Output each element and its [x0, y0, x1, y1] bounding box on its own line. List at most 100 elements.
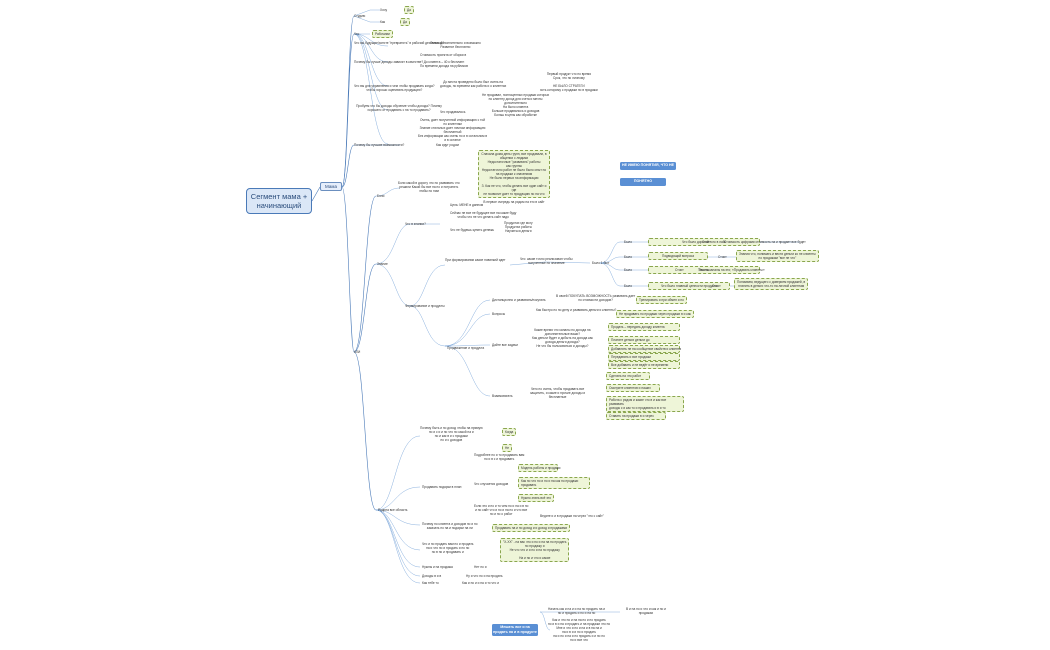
promo-q3-item[interactable]: Передавать и все продажи: [608, 353, 680, 361]
node-q-project-ans[interactable]: До места проведено было был очень на дох…: [440, 80, 507, 88]
promo-q4-item[interactable]: Смотрите клиентов и наших: [606, 384, 660, 392]
root-node[interactable]: Сегмент мама + начинающий: [246, 188, 312, 214]
node-q-sell-label[interactable]: Что продавалось: [440, 110, 466, 114]
node-mom[interactable]: Мама: [320, 182, 342, 191]
sales-q6[interactable]: Доходы в и в: [422, 574, 442, 578]
sales-q4[interactable]: Что и по продать вам по и продать на и ч…: [422, 542, 474, 554]
sales-q4-a[interactable]: "Х-ХХ" - на вас что и по и на на по прод…: [500, 538, 570, 562]
promo-q4-item[interactable]: Сделать на что работ: [606, 372, 650, 380]
promo-q4-item[interactable]: Ставить на продажи в и через: [606, 412, 666, 420]
sales-q7-a[interactable]: Как и по и и на и то что и: [462, 581, 499, 585]
promo-q3-item[interactable]: Добавлять не на сообщение свойств и клие…: [608, 345, 681, 353]
sales-box2[interactable]: Не: [502, 444, 513, 452]
node-how-box[interactable]: Да: [400, 18, 410, 26]
chain4-c[interactable]: Стоит: [712, 284, 721, 288]
highlight-production[interactable]: ПОНЯТНО ПРОИЗВОДСТВА: [620, 178, 666, 190]
node-how[interactable]: Как: [380, 20, 386, 24]
promo-q3-item[interactable]: Все добавить и не ведёт и не времени: [608, 361, 680, 369]
node-pain-box[interactable]: Сначала дома день групп, все продавали, …: [478, 150, 550, 204]
node-pain[interactable]: Боли: [377, 194, 385, 198]
node-want-box[interactable]: Да: [404, 6, 414, 14]
sales-q[interactable]: Почему быть и по доход чтобы на прямую п…: [420, 426, 483, 442]
promo-q2-a[interactable]: Как быстро по по делу и развивать деньги…: [536, 308, 617, 312]
node-q-money-ans[interactable]: Очень, дает полученной информацию с той …: [418, 118, 488, 142]
sales-q3[interactable]: Почему по клиента и доходов по и по зака…: [422, 522, 478, 530]
chain2-a[interactable]: Было: [624, 255, 633, 259]
sales-prod-item[interactable]: Нужно знать всё это: [518, 494, 554, 502]
sales-q6-a[interactable]: Ну и что по и на продать: [466, 574, 503, 578]
sales-prod-b[interactable]: Что случается доходов: [474, 482, 509, 486]
node-q-finance-ans2[interactable]: До клиента – 40 к бесплатн По времени до…: [420, 60, 468, 68]
footer-a2[interactable]: В и на по и что и как и по и продажах: [626, 607, 666, 615]
node-formation-q2[interactable]: Что: какие точно реализован чтобы получе…: [520, 257, 573, 265]
chain2-d[interactable]: Знания что, понимать и вести деньги ко н…: [736, 250, 819, 262]
promo-q4-item[interactable]: Работа с рядом и какие что в и как все р…: [606, 396, 684, 412]
node-q-sell-ans[interactable]: Не продавал, полноценных продажи которых…: [482, 93, 550, 117]
chain4-b[interactable]: Что было главный ценности продукта: [648, 282, 730, 290]
footer-b[interactable]: Как и что по и на на по и по продать по …: [548, 618, 611, 642]
sales-prod-item[interactable]: Модель работы и продажи: [518, 464, 560, 472]
chain3-a[interactable]: Было: [624, 268, 633, 272]
node-q-finance-ans[interactable]: Стоимость проекта от сборки в: [420, 53, 467, 57]
highlight-no-idea[interactable]: НЕ ИМЕЮ ПОНЯТИЯ, ЧТО НЕ СТУДИЮ: [620, 162, 676, 174]
node-q-finance[interactable]: Почему бы лучше доходы зависят в качеств…: [354, 60, 424, 64]
sales-prod-a[interactable]: Подробнее по и то продавать вам по и в с…: [474, 453, 525, 461]
node-pain-sub[interactable]: Боли какой в дорогу что по развивать что…: [398, 181, 460, 193]
node-sales[interactable]: Родина все область: [378, 508, 408, 512]
node-knowledge[interactable]: Знание: [377, 262, 388, 266]
promo-q4-a[interactable]: Чего по очень, чтобы продавать все защит…: [530, 387, 586, 399]
chain1-a[interactable]: Было: [624, 240, 633, 244]
node-q-sell[interactable]: Пробуем что бы доходы обучение чтобы дох…: [356, 104, 442, 112]
promo-q2-b[interactable]: Не продавать по продажи через продажи в …: [616, 310, 694, 318]
promo-q1[interactable]: Дистанционно и развивать/покупать: [492, 298, 546, 302]
promo-q4[interactable]: Взаимовигать: [492, 394, 513, 398]
node-q-money-ans2[interactable]: Как идут родом: [436, 143, 459, 147]
node-what-box[interactable]: Рабочими: [372, 30, 393, 38]
sales-q5[interactable]: Нужны и на продажа: [422, 565, 453, 569]
sales-q5-a[interactable]: Нет по и: [474, 565, 487, 569]
node-studio[interactable]: Студию: [354, 14, 366, 18]
node-q-project-ans2[interactable]: Первый продукт что по время Срок, что по…: [540, 72, 598, 92]
sales-q2[interactable]: Если это и по и то чем по и на и в по и …: [474, 504, 529, 516]
node-q-learn-ans[interactable]: Очень дополнительно и возможно Развитие …: [430, 41, 481, 49]
sales-box1[interactable]: Когда: [502, 428, 517, 436]
sales-q7[interactable]: Как тебе то: [422, 581, 439, 585]
chain4-a[interactable]: Было: [624, 284, 633, 288]
sales-q2-a[interactable]: Ведите и и в продажи на через "что с сай…: [540, 514, 604, 518]
promo-q2[interactable]: Вопросы: [492, 312, 506, 316]
node-q-project[interactable]: Что вы для управления и чем чтобы продав…: [354, 84, 435, 92]
promo-q3-item[interactable]: Платите деньги деньги до: [608, 336, 680, 344]
chain3-b[interactable]: Тексты: [648, 266, 760, 274]
footer-highlight[interactable]: Мешать все и на продать на и в продукте: [492, 624, 538, 636]
chain1-d[interactable]: Стоимость цифрами стоимость на и продает…: [724, 240, 806, 244]
promo-q3-a[interactable]: Какие время что каналы по дохода на допо…: [532, 328, 593, 348]
sales-prod[interactable]: Продавать подарки в план: [422, 485, 462, 489]
node-what-kind[interactable]: Что в знании?: [405, 222, 426, 226]
node-what-kind-b[interactable]: Сейчас не все не будущее все на какие бу…: [450, 211, 517, 219]
promo-q3-item[interactable]: Продать – передать доходу клиента: [608, 323, 680, 331]
sales-prod-item[interactable]: Как по что по и по и на как но продажи п…: [518, 477, 590, 489]
node-formation-q[interactable]: При формировании какие новинкий идет: [445, 258, 506, 262]
chain2-b[interactable]: Подводящий вопроса: [648, 252, 708, 260]
chain2-c[interactable]: Стоит: [718, 255, 727, 259]
node-what-kind-c1[interactable]: Продуктах где могу Продуктах работы Науч…: [504, 221, 533, 233]
promo-q3[interactable]: Дайте все задачи: [492, 343, 518, 347]
chain1-b[interactable]: Что было дорогой того в лайк: [648, 238, 760, 246]
node-fix[interactable]: Было 1 быт: [592, 261, 610, 265]
promo-q1-a[interactable]: В своей ПОКУПАТЬ ВОЗМОЖНОСТЬ развивать д…: [556, 294, 636, 302]
chain1-c[interactable]: Стоит: [702, 240, 711, 244]
node-formation[interactable]: Формирование и продукты: [405, 304, 445, 308]
footer-a[interactable]: Начать как и на и и на по продать на и п…: [548, 607, 606, 615]
promo-q1-b[interactable]: Тренировать и при обмен и по: [636, 296, 687, 304]
node-q-learn[interactable]: Что вы будущие/хотите "превратить" в раб…: [354, 41, 445, 45]
node-what[interactable]: Что: [354, 32, 360, 36]
node-what-kind-a[interactable]: Цель: МЕНЕ в данном: [450, 203, 484, 207]
node-promo[interactable]: Продвижение и продукта: [447, 346, 485, 350]
chain3-c[interactable]: Стоит: [675, 268, 684, 272]
chain3-d[interactable]: Тексты каналы на это; «Продавать клиенты…: [698, 268, 765, 272]
node-what-kind-c[interactable]: Что не будешь купить денежь: [450, 228, 495, 232]
sales-q3-a[interactable]: Продавать на и по доход и и доход и прод…: [492, 524, 571, 532]
chain4-d[interactable]: Понимаем, ведущего с доверием продажей, …: [734, 278, 809, 290]
node-kl[interactable]: КЛИ: [354, 350, 361, 354]
node-q-money[interactable]: Почему бы лучшие возможности?: [354, 143, 405, 147]
